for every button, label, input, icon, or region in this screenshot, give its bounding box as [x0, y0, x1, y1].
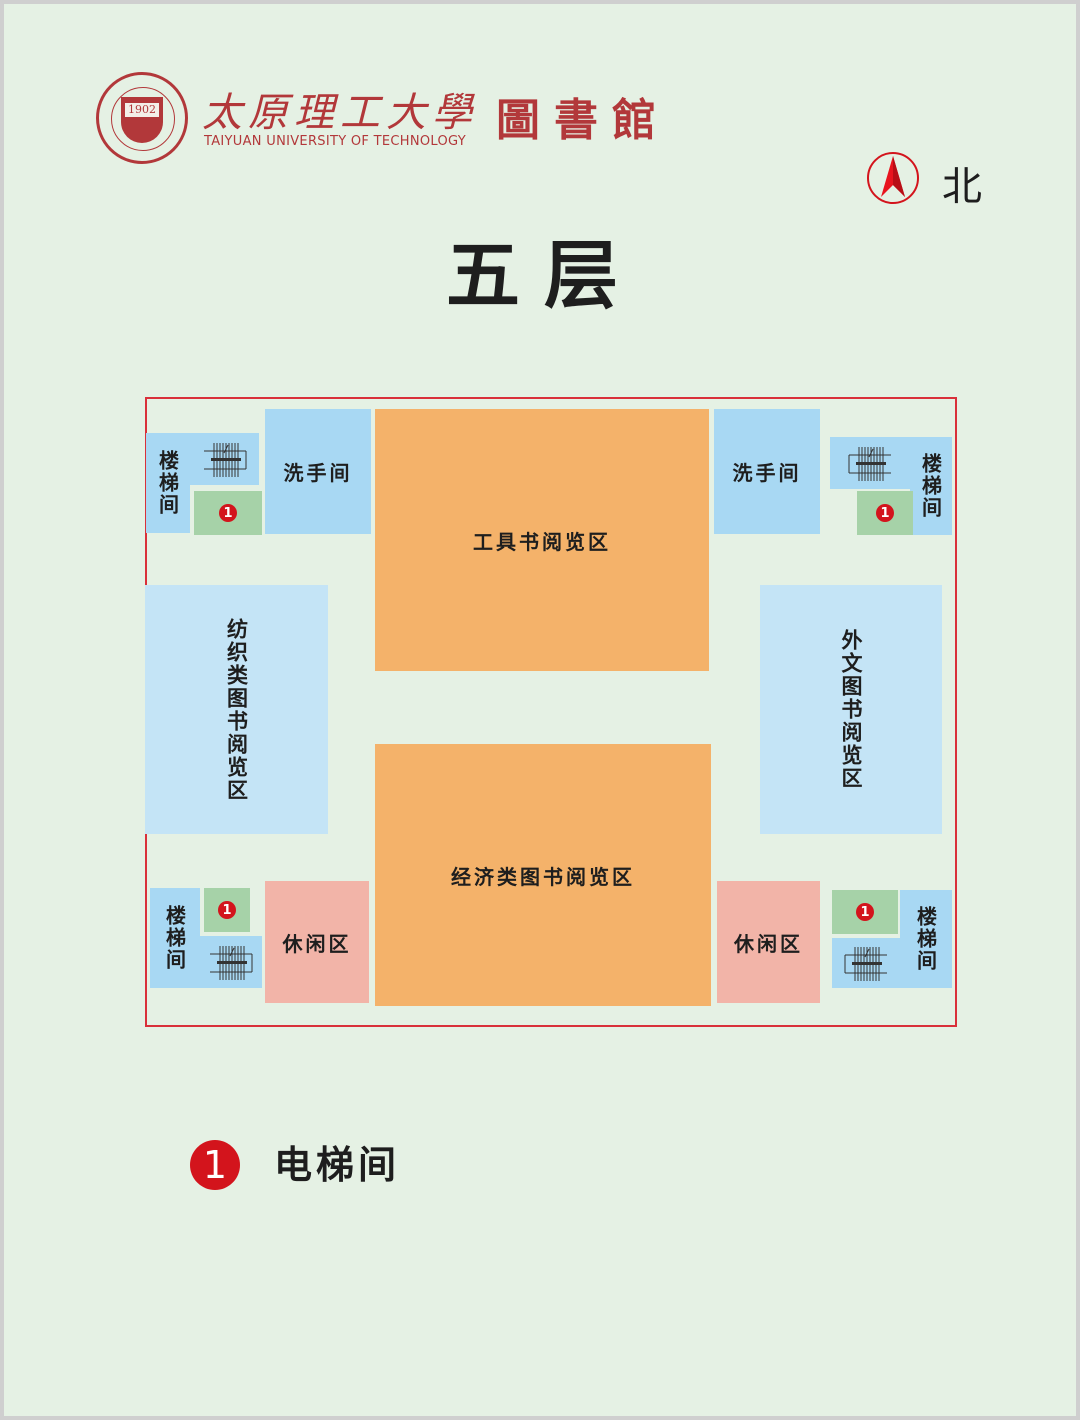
restroom-northwest[interactable]: 洗手间 [265, 409, 371, 534]
tool-books-reading-area[interactable]: 工具书阅览区 [375, 409, 709, 671]
stairwell-southeast-stairs [832, 938, 900, 988]
room-label: 经济类图书阅览区 [451, 864, 635, 889]
elevator-badge: 1 [218, 901, 236, 919]
elevator-southeast[interactable]: 1 [832, 890, 898, 934]
seal-year: 1902 [125, 103, 159, 117]
stairwell-southwest-stairs [200, 936, 262, 988]
stairwell-northeast-stairs [830, 437, 910, 489]
room-label: 洗手间 [732, 461, 802, 485]
restroom-northeast[interactable]: 洗手间 [714, 409, 820, 534]
university-name-cn: 太原理工大學 [202, 90, 478, 136]
elevator-badge: 1 [219, 504, 237, 522]
elevator-badge: 1 [876, 504, 894, 522]
room-label: 外文图书阅览区 [839, 629, 863, 790]
legend-elevator-badge: 1 [190, 1140, 240, 1190]
stairwell-southwest[interactable]: 楼梯间 [150, 888, 200, 988]
foreign-books-reading-area[interactable]: 外文图书阅览区 [760, 585, 942, 834]
seal-inner-ring [111, 87, 175, 151]
room-label: 楼梯间 [162, 905, 187, 971]
stairwell-northwest-stairs [190, 433, 259, 485]
room-label: 洗手间 [283, 461, 353, 485]
leisure-area-southeast[interactable]: 休闲区 [717, 881, 820, 1003]
legend-elevator-label: 电梯间 [274, 1143, 401, 1187]
economics-books-reading-area[interactable]: 经济类图书阅览区 [375, 744, 711, 1006]
room-label: 楼梯间 [155, 450, 180, 516]
floor-map-page: 1902 太原理工大學 TAIYUAN UNIVERSITY OF TECHNO… [4, 4, 1076, 1416]
university-seal-logo: 1902 [96, 72, 188, 164]
north-label: 北 [942, 164, 982, 210]
room-label: 纺织类图书阅览区 [224, 617, 249, 802]
elevator-northwest[interactable]: 1 [194, 491, 262, 535]
elevator-southwest[interactable]: 1 [204, 888, 250, 932]
elevator-northeast[interactable]: 1 [857, 491, 913, 535]
staircase-icon [210, 946, 253, 980]
staircase-icon [844, 947, 887, 981]
stairwell-southeast[interactable]: 楼梯间 [900, 890, 952, 988]
staircase-icon [203, 443, 246, 477]
room-label: 楼梯间 [913, 906, 938, 972]
stairwell-northeast[interactable]: 楼梯间 [910, 437, 952, 535]
university-name-en: TAIYUAN UNIVERSITY OF TECHNOLOGY [204, 134, 466, 149]
room-label: 休闲区 [734, 931, 803, 956]
elevator-badge: 1 [856, 903, 874, 921]
room-label: 楼梯间 [918, 453, 943, 519]
room-label: 休闲区 [282, 931, 352, 956]
room-label: 工具书阅览区 [473, 529, 611, 554]
leisure-area-southwest[interactable]: 休闲区 [265, 881, 369, 1003]
floor-title: 五层 [446, 233, 642, 319]
textile-books-reading-area[interactable]: 纺织类图书阅览区 [145, 585, 328, 834]
stairwell-northwest[interactable]: 楼梯间 [146, 433, 190, 533]
library-name: 圖書館 [496, 95, 670, 146]
north-arrow-icon [867, 152, 919, 204]
staircase-icon [848, 447, 891, 481]
